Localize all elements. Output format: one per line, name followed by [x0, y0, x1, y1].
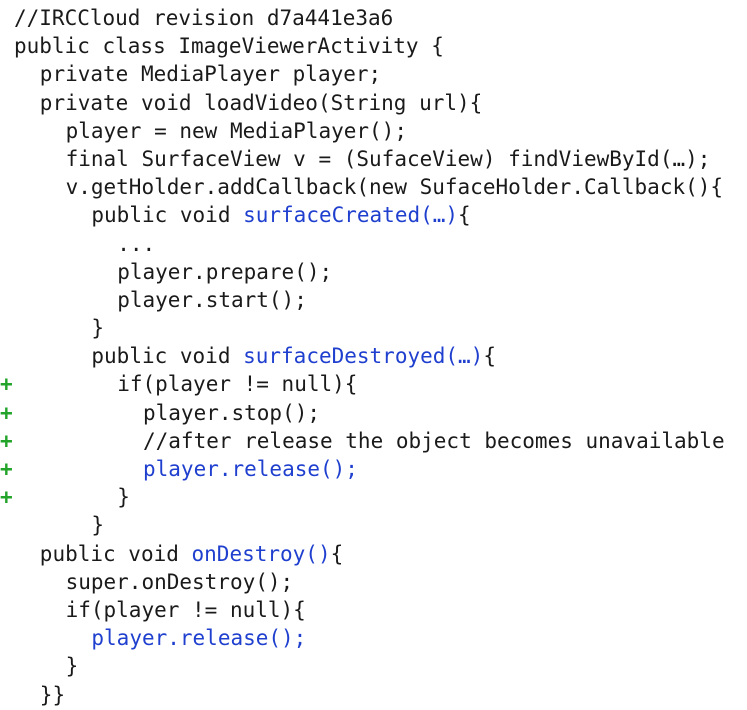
- code-line-content: private MediaPlayer player;: [40, 60, 381, 88]
- code-line-content: ...: [117, 230, 155, 258]
- code-line: public void onDestroy(){: [0, 540, 747, 568]
- code-line-content: public void surfaceCreated(…){: [91, 201, 470, 229]
- code-token: private MediaPlayer player;: [39, 62, 382, 87]
- code-token: player.stop();: [143, 400, 321, 425]
- code-token: private void loadVideo(String url){: [39, 90, 483, 115]
- code-line-content: //after release the object becomes unava…: [143, 427, 725, 455]
- code-token: final SurfaceView v = (SufaceView) findV…: [65, 146, 711, 171]
- code-token: {: [458, 203, 471, 228]
- code-token: }}: [39, 682, 66, 707]
- code-token: super.onDestroy();: [65, 569, 294, 594]
- code-line-content: if(player != null){: [117, 370, 357, 398]
- highlighted-code-token: player.release();: [143, 457, 358, 481]
- code-token: player = new MediaPlayer();: [65, 118, 407, 143]
- highlighted-code-token: surfaceCreated(…): [243, 203, 459, 228]
- code-line: v.getHolder.addCallback(new SufaceHolder…: [0, 173, 747, 201]
- code-line-content: }}: [40, 681, 65, 709]
- code-line: super.onDestroy();: [0, 568, 747, 596]
- code-line: + if(player != null){: [0, 370, 747, 398]
- code-line-content: public void onDestroy(){: [40, 540, 343, 568]
- code-line: public void surfaceCreated(…){: [0, 201, 747, 229]
- code-line-content: public class ImageViewerActivity {: [14, 32, 444, 60]
- code-line-content: private void loadVideo(String url){: [40, 89, 483, 117]
- highlighted-code-token: surfaceDestroyed(…): [243, 344, 484, 369]
- diff-added-marker: +: [0, 457, 13, 481]
- code-line: +}: [0, 483, 747, 511]
- code-line-content: }: [117, 483, 130, 511]
- code-line-content: v.getHolder.addCallback(new SufaceHolder…: [66, 173, 723, 201]
- code-line-content: player.prepare();: [117, 258, 332, 286]
- code-line: }: [0, 314, 747, 342]
- code-token: {: [330, 541, 344, 566]
- code-line: final SurfaceView v = (SufaceView) findV…: [0, 145, 747, 173]
- code-line: + player.release();: [0, 455, 747, 483]
- code-token: }: [91, 513, 105, 538]
- code-token: }: [65, 654, 79, 679]
- code-line-content: player.start();: [117, 286, 307, 314]
- code-token: public void: [91, 203, 244, 228]
- code-line: public class ImageViewerActivity {: [0, 32, 747, 60]
- diff-added-marker: +: [0, 400, 13, 425]
- code-line-content: //IRCCloud revision d7a441e3a6: [14, 4, 393, 32]
- code-line-content: }: [66, 652, 79, 680]
- code-token: public void: [39, 541, 192, 566]
- diff-added-marker: +: [0, 372, 13, 397]
- code-line-content: if(player != null){: [66, 596, 306, 624]
- code-line-content: super.onDestroy();: [66, 568, 294, 596]
- code-line: }: [0, 652, 747, 680]
- code-line: if(player != null){: [0, 596, 747, 624]
- code-line-content: public void surfaceDestroyed(…){: [91, 342, 496, 370]
- code-line-content: player.release();: [143, 455, 358, 483]
- code-line-content: player.stop();: [143, 399, 320, 427]
- code-line: private void loadVideo(String url){: [0, 89, 747, 117]
- code-token: }: [91, 316, 105, 341]
- diff-added-marker: +: [0, 428, 13, 453]
- code-token: if(player != null){: [65, 597, 306, 622]
- code-token: {: [483, 344, 496, 369]
- code-line-content: player = new MediaPlayer();: [66, 117, 407, 145]
- code-line: }: [0, 511, 747, 539]
- code-token: player.prepare();: [117, 259, 333, 284]
- code-line: ...: [0, 230, 747, 258]
- code-line: + player.stop();: [0, 399, 747, 427]
- code-token: ...: [117, 231, 156, 256]
- code-line: player.release();: [0, 624, 747, 652]
- code-line-content: }: [91, 314, 104, 342]
- highlighted-code-token: onDestroy(): [191, 541, 331, 566]
- code-token: v.getHolder.addCallback(new SufaceHolder…: [65, 175, 724, 200]
- code-listing: //IRCCloud revision d7a441e3a6 public cla…: [0, 4, 747, 709]
- code-line: + //after release the object becomes unav…: [0, 427, 747, 455]
- code-token: //IRCCloud revision d7a441e3a6: [14, 6, 394, 30]
- code-line-content: final SurfaceView v = (SufaceView) findV…: [66, 145, 711, 173]
- code-token: public class ImageViewerActivity {: [14, 34, 444, 59]
- code-line-content: }: [91, 511, 104, 539]
- code-token: if(player != null){: [117, 372, 358, 397]
- code-token: }: [117, 485, 130, 510]
- code-line-content: player.release();: [91, 624, 306, 652]
- code-line: private MediaPlayer player;: [0, 60, 747, 88]
- code-line: player.start();: [0, 286, 747, 314]
- code-line: player = new MediaPlayer();: [0, 117, 747, 145]
- diff-added-marker: +: [0, 485, 13, 510]
- code-token: public void: [91, 344, 244, 369]
- code-line: player.prepare();: [0, 258, 747, 286]
- code-line: }}: [0, 681, 747, 709]
- highlighted-code-token: player.release();: [91, 626, 307, 651]
- code-line: //IRCCloud revision d7a441e3a6: [0, 4, 747, 32]
- code-line: public void surfaceDestroyed(…){: [0, 342, 747, 370]
- code-token: player.start();: [117, 287, 307, 312]
- code-token: //after release the object becomes unava…: [143, 428, 725, 453]
